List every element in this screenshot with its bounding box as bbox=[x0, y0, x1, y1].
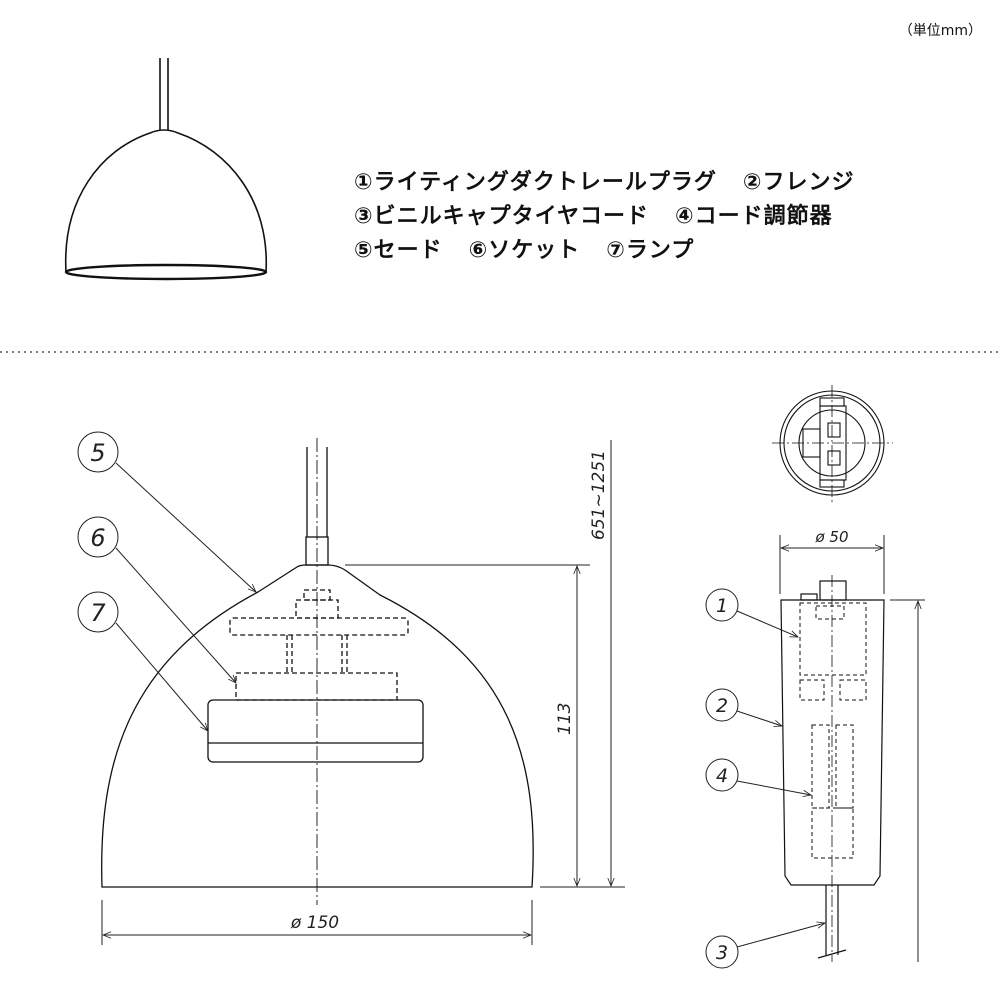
plug-diameter-label: ø 50 bbox=[814, 528, 848, 546]
dimension-lines bbox=[101, 440, 625, 945]
plug-dimension-lines bbox=[779, 535, 925, 962]
legend-item: ②フレンジ bbox=[742, 170, 855, 195]
svg-text:6: 6 bbox=[90, 524, 105, 552]
cord-length-label: 651~1251 bbox=[589, 450, 609, 540]
svg-text:2: 2 bbox=[716, 695, 728, 717]
legend-item: ⑥ソケット bbox=[468, 238, 581, 263]
callout-shade: 5 bbox=[77, 431, 256, 592]
svg-text:1: 1 bbox=[716, 595, 728, 617]
callout-plug: 1 bbox=[705, 588, 798, 638]
legend-item: ⑦ランプ bbox=[606, 238, 695, 263]
callout-lamp: 7 bbox=[77, 591, 208, 731]
pendant-illustration bbox=[64, 58, 268, 281]
svg-text:3: 3 bbox=[716, 942, 728, 964]
svg-text:7: 7 bbox=[90, 599, 106, 627]
shade-diameter-label: ø 150 bbox=[290, 913, 339, 933]
legend-item: ③ビニルキャプタイヤコード bbox=[354, 204, 649, 229]
legend-item: ④コード調節器 bbox=[674, 204, 833, 229]
svg-text:5: 5 bbox=[90, 439, 105, 467]
svg-text:4: 4 bbox=[716, 765, 728, 787]
legend-item: ⑤セード bbox=[354, 238, 443, 263]
shade-front-view bbox=[101, 438, 534, 905]
parts-legend: ①ライティングダクトレールプラグ ②フレンジ ③ビニルキャプタイヤコード ④コード調… bbox=[354, 166, 881, 268]
shade-height-label: 113 bbox=[555, 703, 575, 735]
legend-row: ⑤セード ⑥ソケット ⑦ランプ bbox=[354, 234, 881, 268]
callout-cord: 3 bbox=[705, 923, 825, 969]
legend-row: ③ビニルキャプタイヤコード ④コード調節器 bbox=[354, 200, 881, 234]
plug-top-view bbox=[772, 385, 893, 502]
legend-row: ①ライティングダクトレールプラグ ②フレンジ bbox=[354, 166, 881, 200]
plug-side-view bbox=[780, 575, 885, 962]
unit-label: （単位mm） bbox=[898, 23, 982, 39]
legend-item: ①ライティングダクトレールプラグ bbox=[354, 170, 717, 195]
callout-adjuster: 4 bbox=[705, 758, 811, 795]
callout-socket: 6 bbox=[77, 516, 236, 683]
callout-flange: 2 bbox=[705, 688, 782, 726]
